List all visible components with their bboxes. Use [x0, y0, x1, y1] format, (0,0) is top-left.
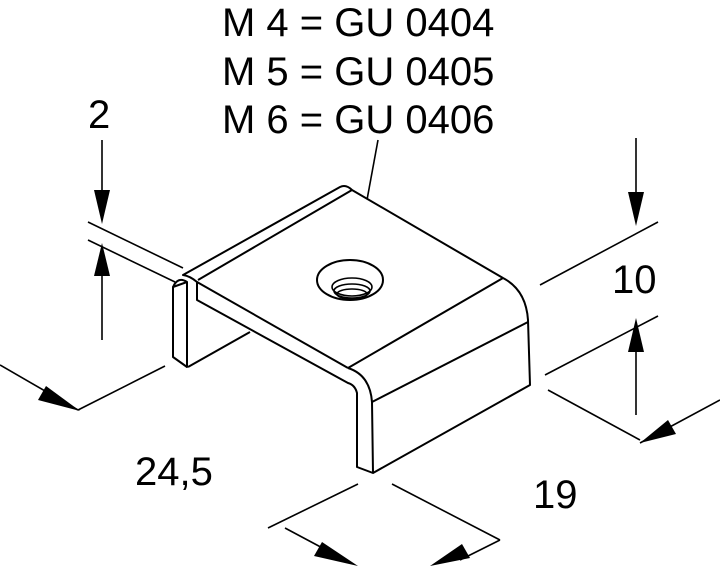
dimension-width-label: 19 [533, 473, 578, 517]
extension-line [547, 389, 641, 441]
left-tab [172, 281, 188, 368]
dimension-thickness-label: 2 [88, 93, 110, 137]
thread-ring [336, 288, 368, 300]
channel-nut-part [172, 185, 531, 474]
extension-line [267, 483, 359, 529]
variant-label-m4: M 4 = GU 0404 [222, 1, 494, 45]
arrowhead [430, 544, 470, 566]
extension-line [539, 221, 659, 286]
threaded-hole [316, 259, 384, 301]
dimension-length [0, 364, 166, 411]
part-edge [347, 277, 504, 369]
part-edge [371, 321, 529, 403]
part-edge [187, 331, 251, 368]
dimension-bottom [267, 483, 501, 566]
variant-label-m6: M 6 = GU 0406 [222, 98, 494, 142]
arrowhead [94, 243, 110, 276]
thread-ring [331, 277, 373, 297]
dimension-height [539, 138, 659, 415]
arrowhead [94, 190, 110, 224]
dimension-length-label: 24,5 [135, 450, 213, 494]
part-edge [197, 189, 353, 281]
arrowhead [640, 420, 676, 443]
extension-line [391, 483, 501, 541]
part-edge [172, 278, 188, 288]
arrowhead [38, 386, 80, 411]
dimension-thickness [87, 140, 184, 340]
thread-ring [333, 283, 371, 299]
variant-label-m5: M 5 = GU 0405 [222, 50, 494, 94]
dimension-width [547, 389, 720, 444]
arrowhead [314, 542, 358, 566]
extension-line [87, 221, 184, 269]
arrowhead [628, 192, 644, 226]
extension-line [77, 365, 166, 411]
part-edge [196, 281, 349, 369]
arrowhead [628, 318, 644, 352]
dimension-height-label: 10 [612, 258, 657, 302]
extension-line [544, 315, 659, 376]
